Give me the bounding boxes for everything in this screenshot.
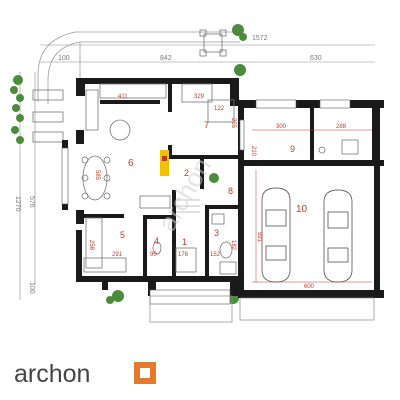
fireplace <box>160 150 169 176</box>
interior-dim-lines <box>252 129 372 283</box>
room-number-7: 7 <box>204 120 209 130</box>
dim-288: 288 <box>336 124 347 130</box>
room-number-2: 2 <box>184 168 189 178</box>
walls <box>62 78 384 298</box>
dim-255: 255 <box>230 118 236 129</box>
room-number-4: 4 <box>154 236 159 246</box>
dim-left-bottom: 100 <box>28 282 35 294</box>
dim-591: 591 <box>256 232 262 243</box>
terrace-table <box>199 29 227 57</box>
dim-300: 300 <box>276 124 287 130</box>
car-right <box>323 189 353 283</box>
logo-mark-inner <box>140 368 150 378</box>
bathroom-fixtures <box>152 213 237 275</box>
dim-area-1: 178 <box>178 252 189 258</box>
fireplace-core <box>162 156 167 161</box>
utility-fixtures <box>318 139 359 155</box>
dim-top-total: 1572 <box>252 35 268 42</box>
dimension-lines <box>19 44 375 300</box>
dim-top-mid: 842 <box>160 55 172 62</box>
car-left <box>261 187 291 283</box>
kitchen <box>83 83 167 273</box>
dim-258: 258 <box>88 240 94 251</box>
plants <box>10 24 247 304</box>
dim-585: 585 <box>94 170 100 181</box>
dim-left-total: 1270 <box>14 196 21 212</box>
dim-top-right: 630 <box>310 55 322 62</box>
stairs <box>176 199 200 213</box>
sun-loungers <box>32 89 64 143</box>
dining-table <box>81 155 111 201</box>
living-furniture <box>139 83 235 209</box>
windows <box>61 99 351 305</box>
room-number-6: 6 <box>128 158 134 169</box>
dim-122: 122 <box>214 106 225 112</box>
logo-text: archon <box>14 360 90 388</box>
dim-area-4: 90 <box>150 252 157 258</box>
dim-152: 152 <box>210 252 221 258</box>
dim-329: 329 <box>194 94 205 100</box>
room-number-1: 1 <box>182 237 187 247</box>
entrance-steps <box>149 295 375 323</box>
terrace-outline <box>37 31 240 104</box>
archon-logo: archon <box>14 360 156 388</box>
dim-top-left: 100 <box>58 55 70 62</box>
dim-210: 210 <box>250 146 256 157</box>
room-number-10: 10 <box>296 204 308 215</box>
room-number-9: 9 <box>290 144 295 154</box>
dim-411: 411 <box>118 94 128 100</box>
dim-182: 182 <box>230 240 236 251</box>
dim-600: 600 <box>304 284 315 290</box>
dim-left-mid: 576 <box>28 196 35 208</box>
room-number-3: 3 <box>214 228 219 238</box>
room-number-8: 8 <box>228 186 233 196</box>
dim-area-5: 291 <box>112 252 123 258</box>
room-number-5: 5 <box>120 230 125 240</box>
